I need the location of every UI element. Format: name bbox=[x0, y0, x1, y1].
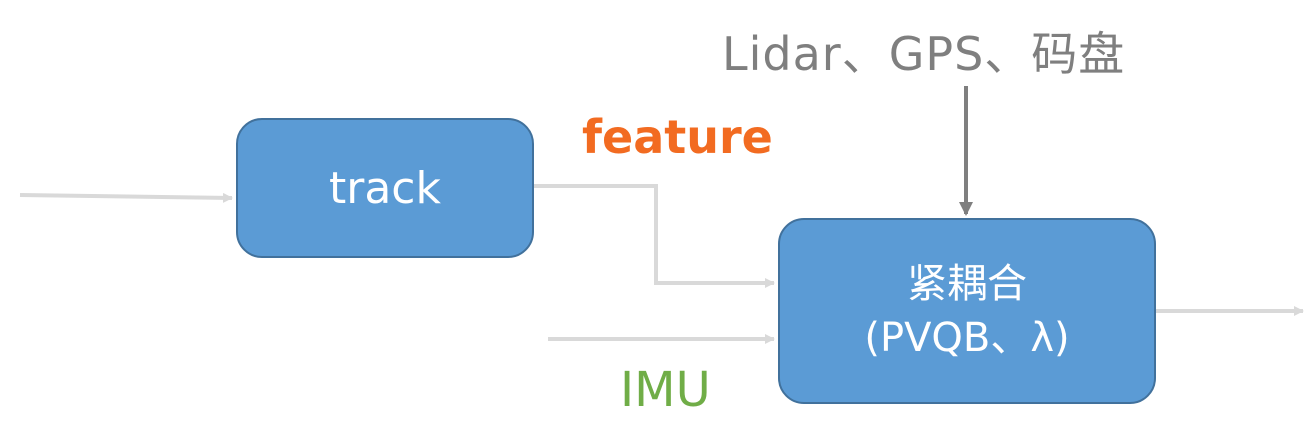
sensors-label: Lidar、GPS、码盘 bbox=[722, 27, 1126, 81]
feature-arrow bbox=[534, 184, 775, 288]
imu-label: IMU bbox=[620, 362, 711, 418]
tight-coupling-subtitle: (PVQB、λ) bbox=[864, 315, 1070, 361]
input-arrow bbox=[19, 192, 233, 203]
track-node-label: track bbox=[329, 162, 441, 214]
feature-label: feature bbox=[582, 110, 773, 164]
tight-coupling-node: 紧耦合 (PVQB、λ) bbox=[778, 218, 1156, 404]
tight-coupling-title: 紧耦合 bbox=[907, 261, 1027, 307]
track-node: track bbox=[236, 118, 534, 258]
